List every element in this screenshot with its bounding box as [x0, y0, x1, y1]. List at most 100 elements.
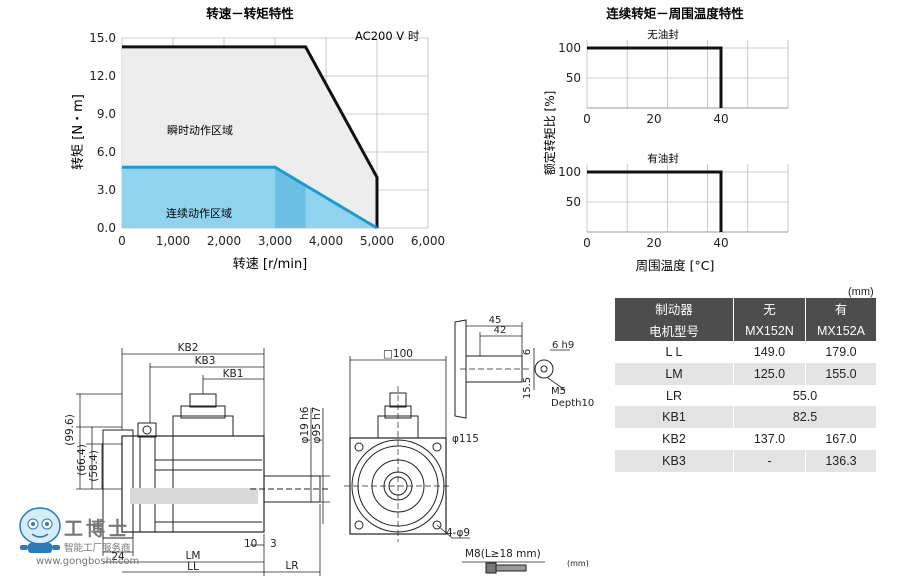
y-tick-label: 100: [558, 165, 581, 179]
instantaneous-limit-line: [122, 45, 379, 228]
dim-66-4: (66.4): [76, 444, 88, 476]
cell: 179.0: [805, 341, 878, 364]
motor-dimension-drawing: KB2 KB3 KB1 (99.6) (66.4) (58.4) φ19 h6 …: [64, 315, 595, 576]
table-unit: (mm): [848, 286, 874, 298]
dim-kb2: KB2: [178, 342, 199, 354]
header-brake-yes: 有: [805, 298, 878, 320]
dim-45: 45: [489, 315, 502, 326]
x-tick-label: 5,000: [360, 234, 394, 248]
x-tick-label: 6,000: [411, 234, 445, 248]
motor-front-view: [344, 356, 470, 542]
oil-seal-label: 有油封: [647, 152, 679, 165]
dim-kb1: KB1: [223, 368, 244, 380]
torque-speed-ylabel: 转矩 [N・m]: [71, 94, 86, 170]
dim-42: 42: [494, 325, 507, 336]
dim-phi19: φ19 h6: [299, 406, 311, 443]
front-view-labels: □100 φ115 4-φ9: [383, 348, 479, 539]
dim-phi95: φ95 h7: [311, 407, 323, 444]
y-tick-label: 9.0: [97, 107, 116, 121]
m8-bolt: [462, 561, 545, 574]
header-brake: 制动器: [615, 298, 734, 320]
row-label: KB2: [615, 428, 734, 450]
dim-6-h9: 6 h9: [552, 340, 574, 351]
torque-speed-series: [122, 45, 379, 230]
derating-line: [587, 170, 723, 232]
dim-depth: Depth10: [551, 398, 594, 409]
y-tick-label: 12.0: [89, 69, 116, 83]
shaft-detail-labels: 45 42 6 6 h9 15.5 M5 Depth10: [489, 315, 595, 409]
voltage-note: AC200 V 时: [355, 29, 420, 43]
cell: 137.0: [733, 428, 806, 450]
table-row: KB3 - 136.3: [615, 449, 878, 472]
side-view-labels: KB2 KB3 KB1 (99.6) (66.4) (58.4) φ19 h6 …: [64, 342, 323, 573]
y-tick-label: 0.0: [97, 221, 116, 235]
dim-lr: LR: [285, 560, 298, 572]
dim-99-6: (99.6): [64, 414, 76, 446]
motor-side-view: [102, 393, 330, 539]
dim-holes: 4-φ9: [446, 527, 470, 539]
table-header-row: 电机型号 MX152N MX152A: [615, 319, 878, 342]
x-tick-label: 1,000: [156, 234, 190, 248]
dim-square-100: □100: [383, 348, 413, 360]
y-tick-label: 50: [566, 71, 581, 85]
cell: 82.5: [733, 406, 877, 429]
dim-15-5: 15.5: [522, 377, 533, 399]
cell: 125.0: [733, 363, 806, 385]
continuous-limit-line: [122, 165, 378, 230]
spec-table: 制动器 无 有 电机型号 MX152N MX152A L L 149.0 179…: [615, 298, 878, 472]
temp-derating-ylabel: 额定转矩比 [%]: [542, 91, 557, 176]
shaft-detail: [454, 319, 570, 419]
x-tick-label: 4,000: [309, 234, 343, 248]
table-row: LR 55.0: [615, 384, 877, 407]
x-tick-label: 20: [646, 112, 661, 126]
continuous-region-area: [122, 167, 377, 228]
brand-name: 工博士: [64, 518, 131, 540]
dim-phi115: φ115: [452, 433, 479, 445]
row-label: L L: [615, 341, 734, 364]
dim-6: 6: [522, 349, 533, 355]
row-label: KB3: [615, 449, 734, 472]
cell: 149.0: [733, 341, 806, 364]
x-tick-label: 0: [583, 112, 591, 126]
dim-10: 10: [244, 538, 257, 550]
cell: 136.3: [805, 449, 878, 472]
torque-speed-title: 转速－转矩特性: [206, 6, 294, 21]
brand-slogan: 智能工厂服务商: [64, 543, 131, 554]
x-tick-label: 40: [713, 236, 728, 250]
dim-kb3: KB3: [195, 355, 216, 367]
x-tick-label: 20: [646, 236, 661, 250]
dim-lm: LM: [186, 550, 201, 562]
derating-panel-no-oil-seal: 50 100 0 20 40: [558, 40, 789, 126]
temp-derating-title: 连续转矩－周围温度特性: [606, 6, 744, 21]
dim-ll: LL: [187, 561, 199, 573]
drawing-unit: (mm): [567, 559, 589, 568]
dim-24: 24: [111, 551, 125, 563]
torque-speed-xlabel: 转速 [r/min]: [233, 257, 308, 272]
x-tick-label: 40: [713, 112, 728, 126]
table-row: L L 149.0 179.0: [615, 341, 878, 364]
table-row: LM 125.0 155.0: [615, 363, 878, 385]
instantaneous-region-label: 瞬时动作区域: [167, 124, 233, 137]
derating-line: [587, 46, 723, 108]
watermark-logo: 工博士 智能工厂服务商 www.gongboshi.com: [8, 500, 158, 572]
header-model: 电机型号: [615, 319, 734, 342]
y-tick-label: 50: [566, 195, 581, 209]
row-label: KB1: [615, 406, 734, 429]
side-view-dimensions: [76, 348, 330, 576]
header-brake-no: 无: [733, 298, 806, 320]
table-row: KB2 137.0 167.0: [615, 428, 878, 450]
x-tick-label: 0: [118, 234, 126, 248]
row-label: LR: [615, 384, 734, 407]
x-tick-label: 3,000: [258, 234, 292, 248]
y-tick-label: 15.0: [89, 31, 116, 45]
mascot-icon: [19, 507, 61, 553]
row-label: LM: [615, 363, 734, 385]
y-tick-label: 3.0: [97, 183, 116, 197]
continuous-region-label: 连续动作区域: [166, 206, 232, 220]
cell: 167.0: [805, 428, 878, 450]
header-model-a: MX152A: [805, 319, 878, 342]
y-tick-label: 100: [558, 41, 581, 55]
